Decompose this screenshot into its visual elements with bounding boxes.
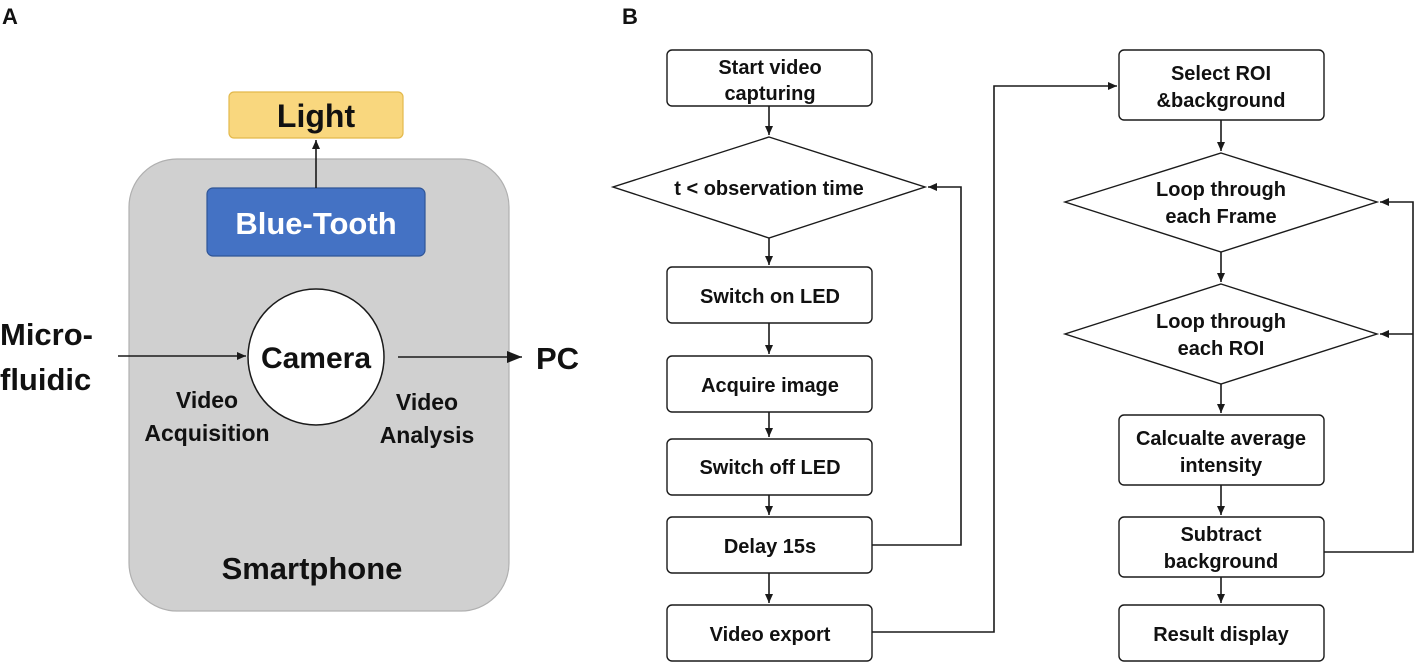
arrow-subtract-loop-to-frame [1324,198,1414,553]
node-result [1118,604,1325,662]
panel-b-label: B [622,4,638,29]
node-start-capture-line2: capturing [724,83,815,105]
node-acquire-label: Acquire image [701,375,839,397]
pc-label: PC [536,341,579,376]
arrow-delay-loop-to-condition [872,183,962,546]
arrow-export-to-select-roi [872,82,1117,633]
camera-label: Camera [261,342,371,375]
node-delay-label: Delay 15s [724,536,816,558]
input-label-line2: fluidic [0,362,91,397]
panel-a: A Smartphone Light Blue-Tooth Camera Mic… [0,4,579,612]
node-frame-loop-diamond [1062,152,1380,253]
node-select-roi-line1: Select ROI [1171,63,1271,85]
camera-circle [247,288,385,426]
panel-a-label: A [2,4,18,29]
analysis-label-line2: Analysis [380,422,475,448]
acquisition-label-line1: Video [176,387,238,413]
analysis-label-line1: Video [396,389,458,415]
input-label-line1: Micro- [0,317,93,352]
panel-b: B Start video capturing t < observation … [610,4,1414,662]
node-roi-loop-diamond [1062,283,1380,385]
node-frame-loop-line1: Loop through [1156,179,1286,201]
node-calc-intensity-line2: intensity [1180,455,1263,477]
node-subtract-line1: Subtract [1180,524,1261,546]
node-start-capture-line1: Start video [718,57,821,79]
light-label: Light [277,98,356,134]
node-frame-loop-line2: each Frame [1165,206,1276,228]
node-result-label: Result display [1153,624,1289,646]
acquisition-label-line2: Acquisition [144,420,269,446]
node-condition-label: t < observation time [674,178,864,200]
bluetooth-label: Blue-Tooth [235,206,396,241]
node-led-off-label: Switch off LED [699,457,840,479]
node-roi-loop-line1: Loop through [1156,311,1286,333]
node-calc-intensity-line1: Calcualte average [1136,428,1306,450]
node-select-roi-line2: &background [1157,90,1286,112]
node-roi-loop-line2: each ROI [1178,338,1265,360]
node-export [666,604,873,662]
node-subtract-line2: background [1164,551,1278,573]
light-box [228,91,404,139]
node-led-on-label: Switch on LED [700,286,840,308]
smartphone-label: Smartphone [222,551,403,586]
node-export-label: Video export [710,624,831,646]
